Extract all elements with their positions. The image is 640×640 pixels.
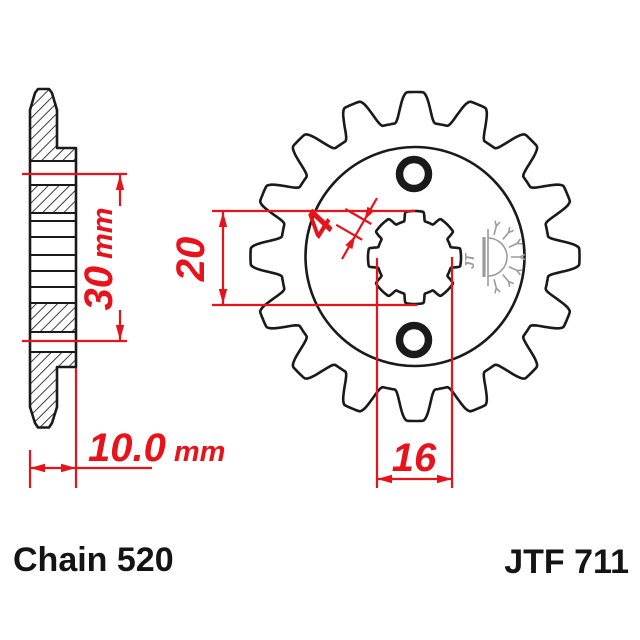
dim-label-hub-diameter: 30 mm <box>77 207 121 310</box>
bolt-hole-top <box>395 155 433 193</box>
hatch-band-2 <box>30 185 76 213</box>
dim-label-bore-diameter: 16 <box>392 436 437 480</box>
hatch-lower <box>30 352 76 428</box>
arrow-up-icon <box>115 175 125 190</box>
spline-bore-outline <box>366 209 463 306</box>
arrow-diagonal-icon <box>345 235 356 250</box>
dim-value: 10.0 <box>88 426 166 470</box>
dim-value: 30 <box>77 266 121 311</box>
logo-sun-disc <box>487 237 508 277</box>
dimension-arrows <box>30 175 452 484</box>
arrow-left-icon <box>30 463 45 473</box>
section-lines <box>30 159 76 354</box>
arrow-right-icon <box>437 474 452 484</box>
part-number-label: JTF 711 <box>504 543 629 581</box>
extension-tick <box>344 208 372 225</box>
bolt-hole-bottom <box>395 321 433 359</box>
dim-unit: mm <box>174 436 226 468</box>
dim-label-spline-outer-diameter: 20 <box>169 237 213 283</box>
dimension-line-diagonal <box>341 197 378 260</box>
front-view: JT <box>249 90 581 423</box>
plate-circle <box>304 145 526 368</box>
hatch-upper <box>30 89 76 161</box>
arrow-up-icon <box>218 212 228 227</box>
jt-sun-logo-icon: JT <box>462 220 526 294</box>
hub-profile-outline <box>28 87 78 429</box>
dim-unit: mm <box>87 207 119 259</box>
hatch-areas <box>30 89 76 428</box>
chain-size-label: Chain 520 <box>13 541 174 579</box>
arrow-down-icon <box>115 325 125 340</box>
side-view <box>28 87 78 429</box>
extension-tick <box>335 223 363 241</box>
sun-ray <box>493 220 501 236</box>
arrow-left-icon <box>377 474 392 484</box>
sun-ray <box>502 226 515 240</box>
arrow-right-icon <box>61 463 76 473</box>
sun-ray <box>502 274 515 288</box>
sun-ray <box>508 265 523 276</box>
arrow-down-icon <box>218 289 228 304</box>
logo-text: JT <box>462 253 477 269</box>
logo-sun-rays <box>493 220 526 294</box>
gear-teeth-outline <box>249 90 581 423</box>
hatch-band-3 <box>30 303 76 332</box>
sun-ray <box>508 238 523 249</box>
arrow-diagonal-icon <box>364 206 375 220</box>
sun-ray <box>511 253 526 261</box>
sun-ray <box>493 278 501 294</box>
